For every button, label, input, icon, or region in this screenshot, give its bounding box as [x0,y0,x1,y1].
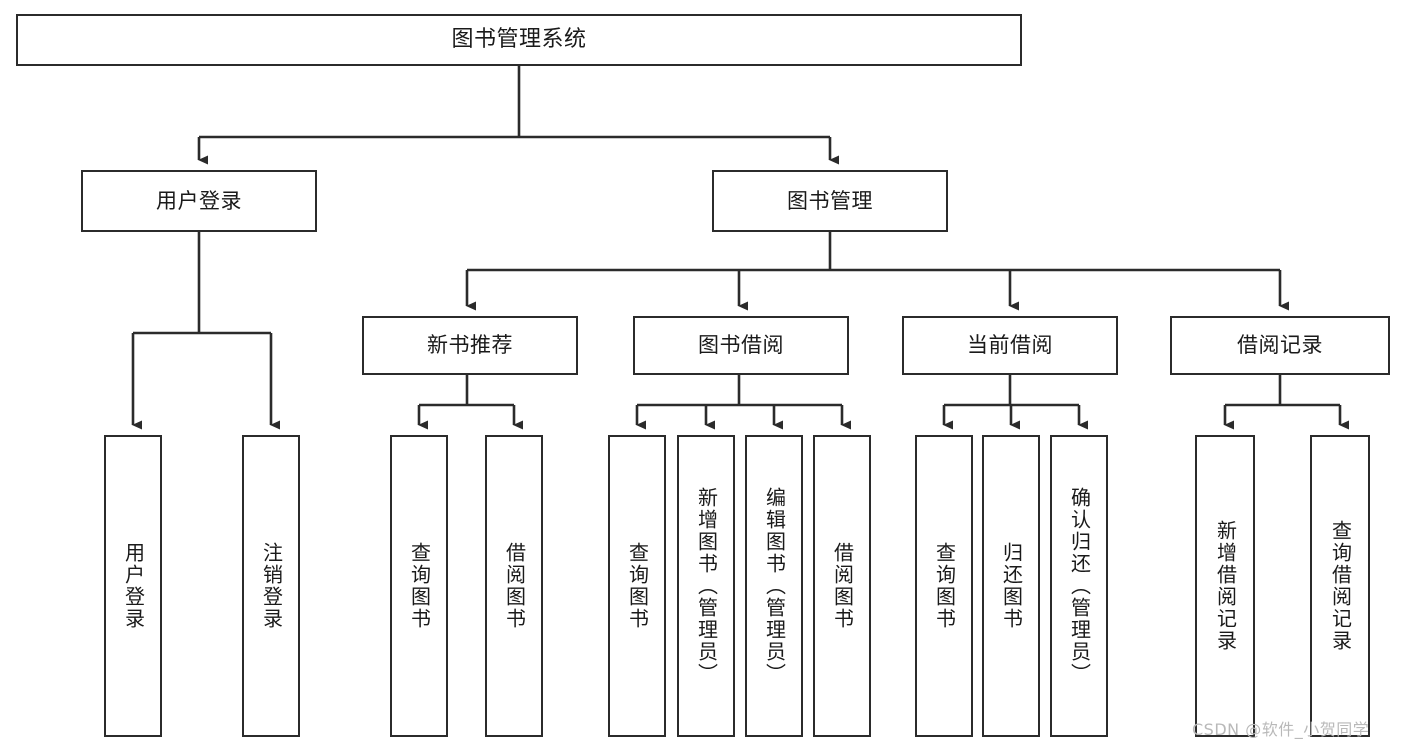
node-leaf-add-book[interactable]: 新增图书（管理员） [677,435,735,737]
node-book-borrowing[interactable]: 图书借阅 [633,316,849,375]
node-label-borrowing-records: 借阅记录 [1237,333,1323,358]
node-book-management[interactable]: 图书管理 [712,170,948,232]
node-leaf-add-borrow-record[interactable]: 新增借阅记录 [1195,435,1255,737]
node-leaf-confirm-return[interactable]: 确认归还（管理员） [1050,435,1108,737]
node-label-leaf-borrow-book-a: 借阅图书 [502,542,527,630]
node-label-leaf-borrow-book-b: 借阅图书 [830,542,855,630]
node-root-book-management-system[interactable]: 图书管理系统 [16,14,1022,66]
node-label-leaf-add-book: 新增图书（管理员） [694,487,719,685]
csdn-watermark: CSDN @软件_小贺同学 [1192,720,1370,739]
node-leaf-query-book-b[interactable]: 查询图书 [608,435,666,737]
node-leaf-edit-book[interactable]: 编辑图书（管理员） [745,435,803,737]
node-label-leaf-confirm-return: 确认归还（管理员） [1067,487,1092,685]
node-label-new-book-recommendation: 新书推荐 [427,333,513,358]
node-label-leaf-query-book-b: 查询图书 [625,542,650,630]
node-label-user-login: 用户登录 [156,188,242,213]
node-current-borrowing[interactable]: 当前借阅 [902,316,1118,375]
node-leaf-return-book[interactable]: 归还图书 [982,435,1040,737]
node-leaf-query-book-a[interactable]: 查询图书 [390,435,448,737]
node-leaf-logout[interactable]: 注销登录 [242,435,300,737]
node-label-leaf-query-borrow-record: 查询借阅记录 [1328,520,1353,652]
node-leaf-query-borrow-record[interactable]: 查询借阅记录 [1310,435,1370,737]
node-label-leaf-user-login: 用户登录 [121,542,146,630]
node-leaf-query-book-c[interactable]: 查询图书 [915,435,973,737]
node-label-leaf-add-borrow-record: 新增借阅记录 [1213,520,1238,652]
node-leaf-user-login[interactable]: 用户登录 [104,435,162,737]
node-label-book-management: 图书管理 [787,188,873,213]
node-user-login[interactable]: 用户登录 [81,170,317,232]
node-leaf-borrow-book-a[interactable]: 借阅图书 [485,435,543,737]
node-label-leaf-logout: 注销登录 [259,542,284,630]
node-label-root: 图书管理系统 [451,27,587,53]
node-label-leaf-return-book: 归还图书 [999,542,1024,630]
node-borrowing-records[interactable]: 借阅记录 [1170,316,1390,375]
node-new-book-recommendation[interactable]: 新书推荐 [362,316,578,375]
node-label-leaf-edit-book: 编辑图书（管理员） [762,487,787,685]
node-label-leaf-query-book-a: 查询图书 [407,542,432,630]
node-label-book-borrowing: 图书借阅 [698,333,784,358]
node-label-current-borrowing: 当前借阅 [967,333,1053,358]
node-label-leaf-query-book-c: 查询图书 [932,542,957,630]
node-leaf-borrow-book-b[interactable]: 借阅图书 [813,435,871,737]
